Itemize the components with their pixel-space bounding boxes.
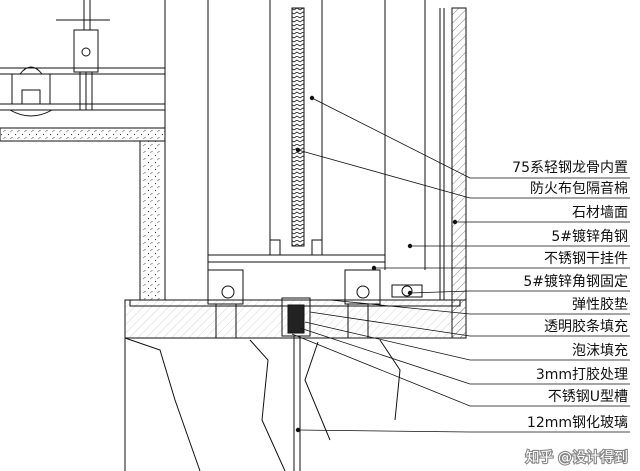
label-transparent-strip: 透明胶条填充 bbox=[544, 318, 628, 335]
leader-lines bbox=[291, 95, 630, 433]
label-u-channel: 不锈钢U型槽 bbox=[548, 389, 628, 405]
annotation-labels: 75系轻钢龙骨内置 防火布包隔音棉 石材墙面 5#镀锌角钢 不锈钢干挂件 5#镀… bbox=[512, 160, 628, 431]
stone-wall bbox=[439, 7, 467, 339]
label-elastic-pad: 弹性胶垫 bbox=[572, 296, 628, 313]
label-galvanized-angle: 5#镀锌角钢 bbox=[551, 228, 628, 245]
ceiling-structure bbox=[0, 0, 166, 142]
label-foam-fill: 泡沫填充 bbox=[572, 343, 628, 359]
label-sealant: 3mm打胶处理 bbox=[536, 366, 628, 383]
partition-wall bbox=[139, 0, 426, 301]
label-steel-hanger: 不锈钢干挂件 bbox=[544, 251, 628, 267]
svg-text:知乎 @设计得到: 知乎 @设计得到 bbox=[526, 449, 628, 466]
label-tempered-glass: 12mm钢化玻璃 bbox=[527, 414, 628, 431]
label-fire-cloth-insulation: 防火布包隔音棉 bbox=[530, 180, 628, 197]
watermark: 知乎 @设计得到 bbox=[524, 448, 629, 467]
label-light-steel-keel: 75系轻钢龙骨内置 bbox=[512, 160, 628, 176]
label-angle-fixing: 5#镀锌角钢固定 bbox=[523, 273, 628, 290]
label-stone-wall: 石材墙面 bbox=[572, 205, 628, 221]
